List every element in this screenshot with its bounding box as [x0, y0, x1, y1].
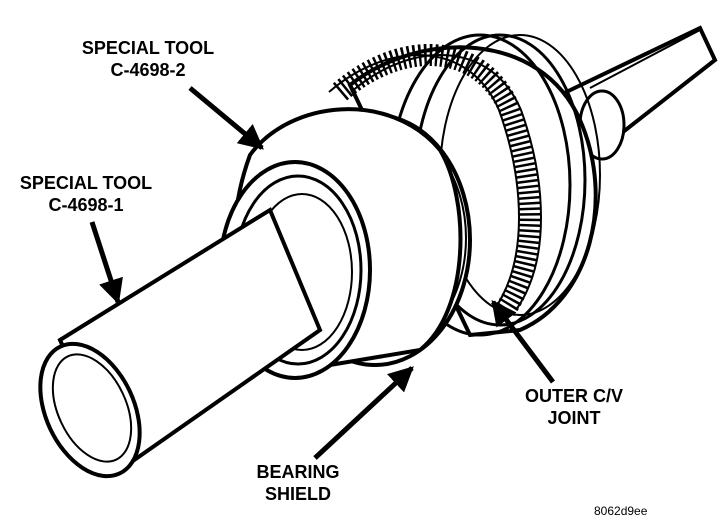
label-line: OUTER C/V: [524, 386, 623, 406]
label-outer-cv-joint: OUTER C/V JOINT: [500, 385, 648, 429]
label-bearing-shield: BEARING SHIELD: [228, 461, 368, 505]
special-tool-1-driver: [38, 207, 323, 479]
figure-id: 8062d9ee: [594, 504, 648, 518]
label-line: C-4698-2: [110, 60, 186, 80]
arrow-outer-cv-joint: [491, 300, 555, 384]
arrow-special-tool-2: [188, 86, 264, 150]
arrow-special-tool-1: [89, 221, 123, 305]
arrow-bearing-shield: [313, 366, 414, 460]
label-special-tool-c-4698-2: SPECIAL TOOL C-4698-2: [58, 37, 238, 81]
label-line: JOINT: [547, 408, 601, 428]
label-special-tool-c-4698-1: SPECIAL TOOL C-4698-1: [0, 172, 172, 216]
tone-ring: [328, 44, 542, 317]
label-line: BEARING: [256, 462, 340, 482]
label-line: SPECIAL TOOL: [19, 173, 153, 193]
label-line: C-4698-1: [48, 195, 124, 215]
label-line: SPECIAL TOOL: [81, 38, 215, 58]
label-line: SHIELD: [264, 484, 331, 504]
